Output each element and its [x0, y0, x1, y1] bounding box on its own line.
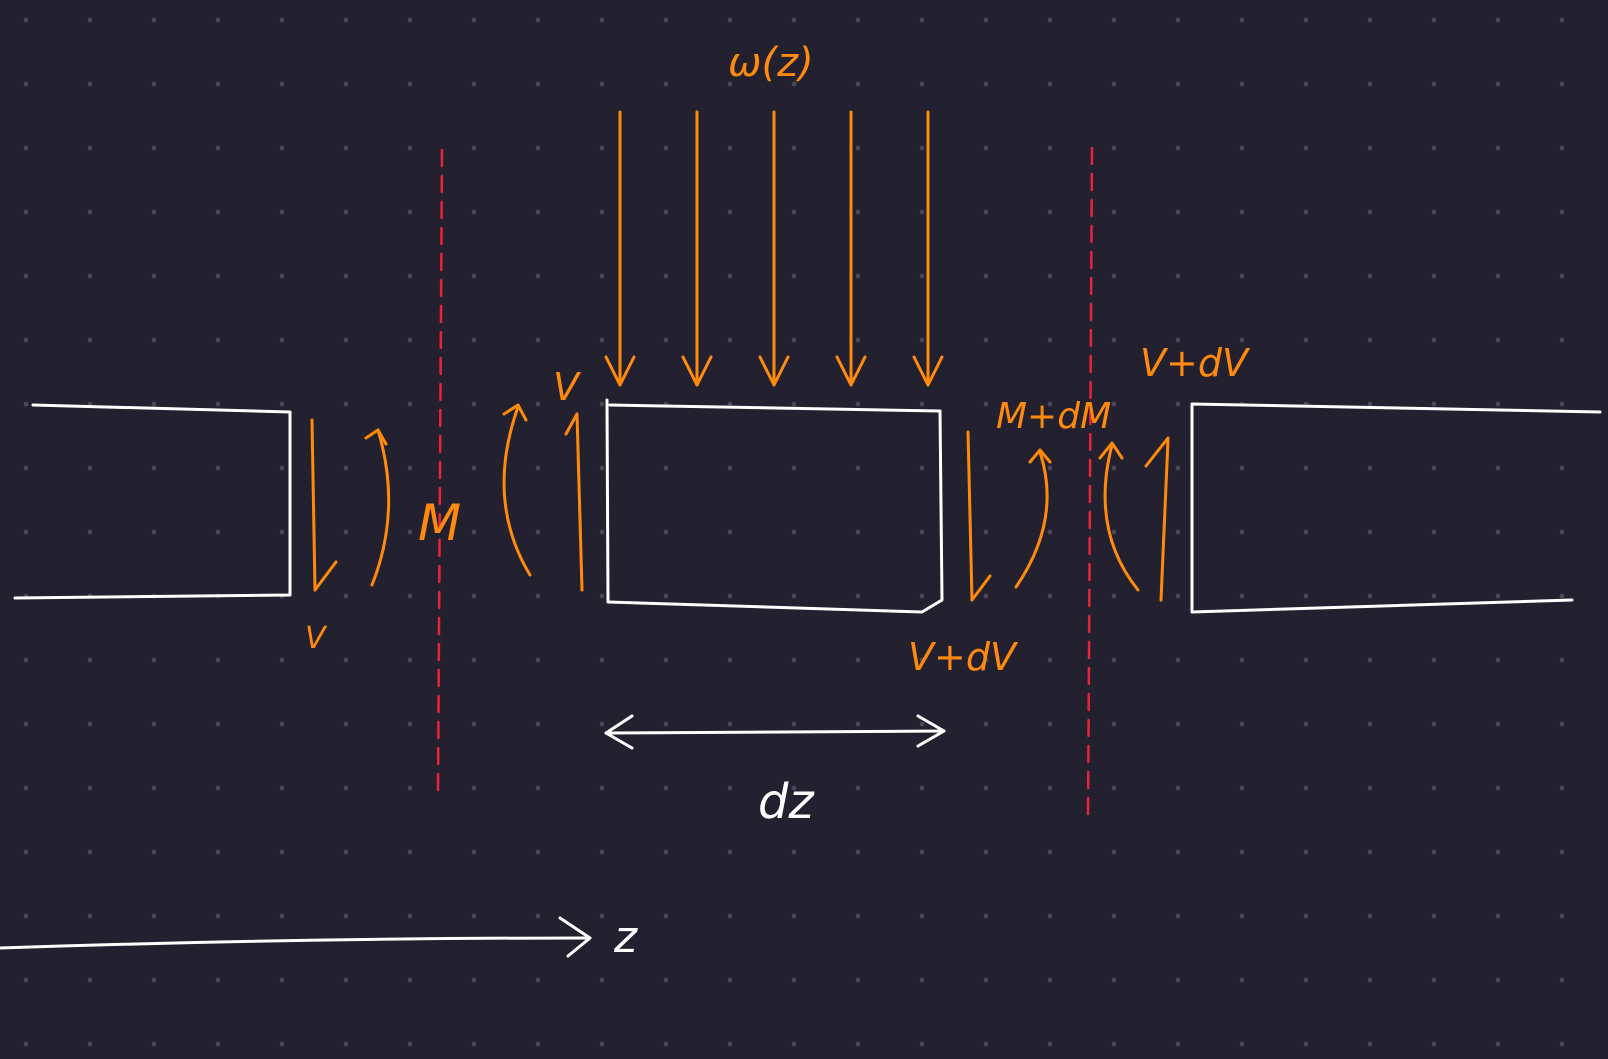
beam-segment-right [1190, 402, 1602, 614]
load-arrow [604, 110, 636, 387]
dimension-arrow-dz [604, 714, 946, 750]
distributed-load-arrows [604, 110, 944, 387]
cut-line-right [1086, 146, 1094, 822]
moment-arrow-left-segment [364, 428, 391, 587]
beam-segment-left [13, 403, 292, 600]
z-axis-arrow [0, 916, 592, 958]
load-arrow [835, 110, 867, 387]
dot-grid-background [23, 17, 1565, 1047]
load-arrow [758, 110, 790, 387]
shear-label-right-bottom: V+dV [908, 635, 1019, 679]
shear-arrow-element-right-down [966, 430, 992, 602]
cut-line-left [436, 148, 444, 792]
shear-label-left-segment: V [305, 621, 328, 656]
load-label: ω(z) [728, 40, 814, 86]
dz-label: dz [758, 774, 815, 830]
shear-label-element-left: V [553, 365, 582, 409]
shear-arrow-element-left-up [564, 412, 584, 592]
load-arrow [681, 110, 713, 387]
shear-label-right-top: V+dV [1140, 341, 1251, 385]
moment-arrow-element-left [502, 403, 532, 577]
shear-arrow-left-down [310, 418, 338, 592]
shear-arrow-right-segment-up [1144, 436, 1170, 602]
moment-arrow-right-segment [1098, 441, 1140, 592]
moment-label-right: M+dM [996, 396, 1111, 437]
beam-element-dz [605, 398, 944, 614]
load-arrow [912, 110, 944, 387]
z-axis-label: z [613, 912, 638, 963]
moment-arrow-element-right [1014, 448, 1052, 589]
moment-label-left: M [418, 494, 461, 552]
